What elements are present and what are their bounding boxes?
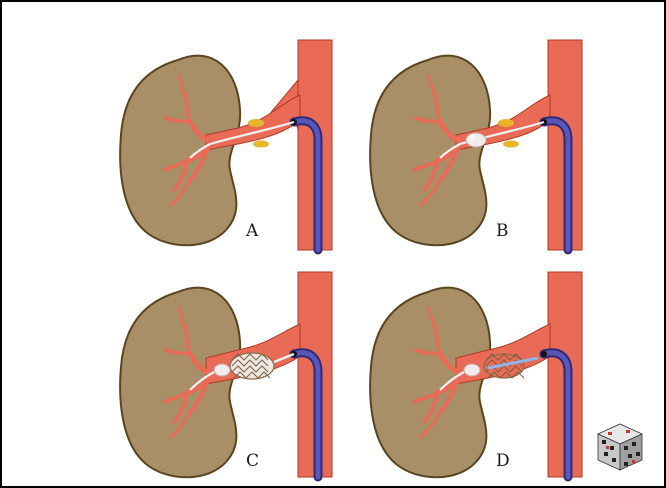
balloon (466, 133, 486, 147)
panel-label-d: D (496, 451, 510, 471)
cube-logo-icon (598, 424, 642, 470)
stent-icon (230, 353, 274, 379)
panel-a: A (120, 40, 332, 250)
panel-b: B (370, 40, 582, 250)
panel-d: D (370, 272, 582, 477)
panel-label-a: A (245, 221, 259, 241)
panel-c: C (120, 272, 332, 477)
panel-label-c: C (246, 451, 259, 471)
panel-label-b: B (496, 221, 509, 241)
plaque (498, 119, 514, 127)
plaque (248, 119, 264, 127)
